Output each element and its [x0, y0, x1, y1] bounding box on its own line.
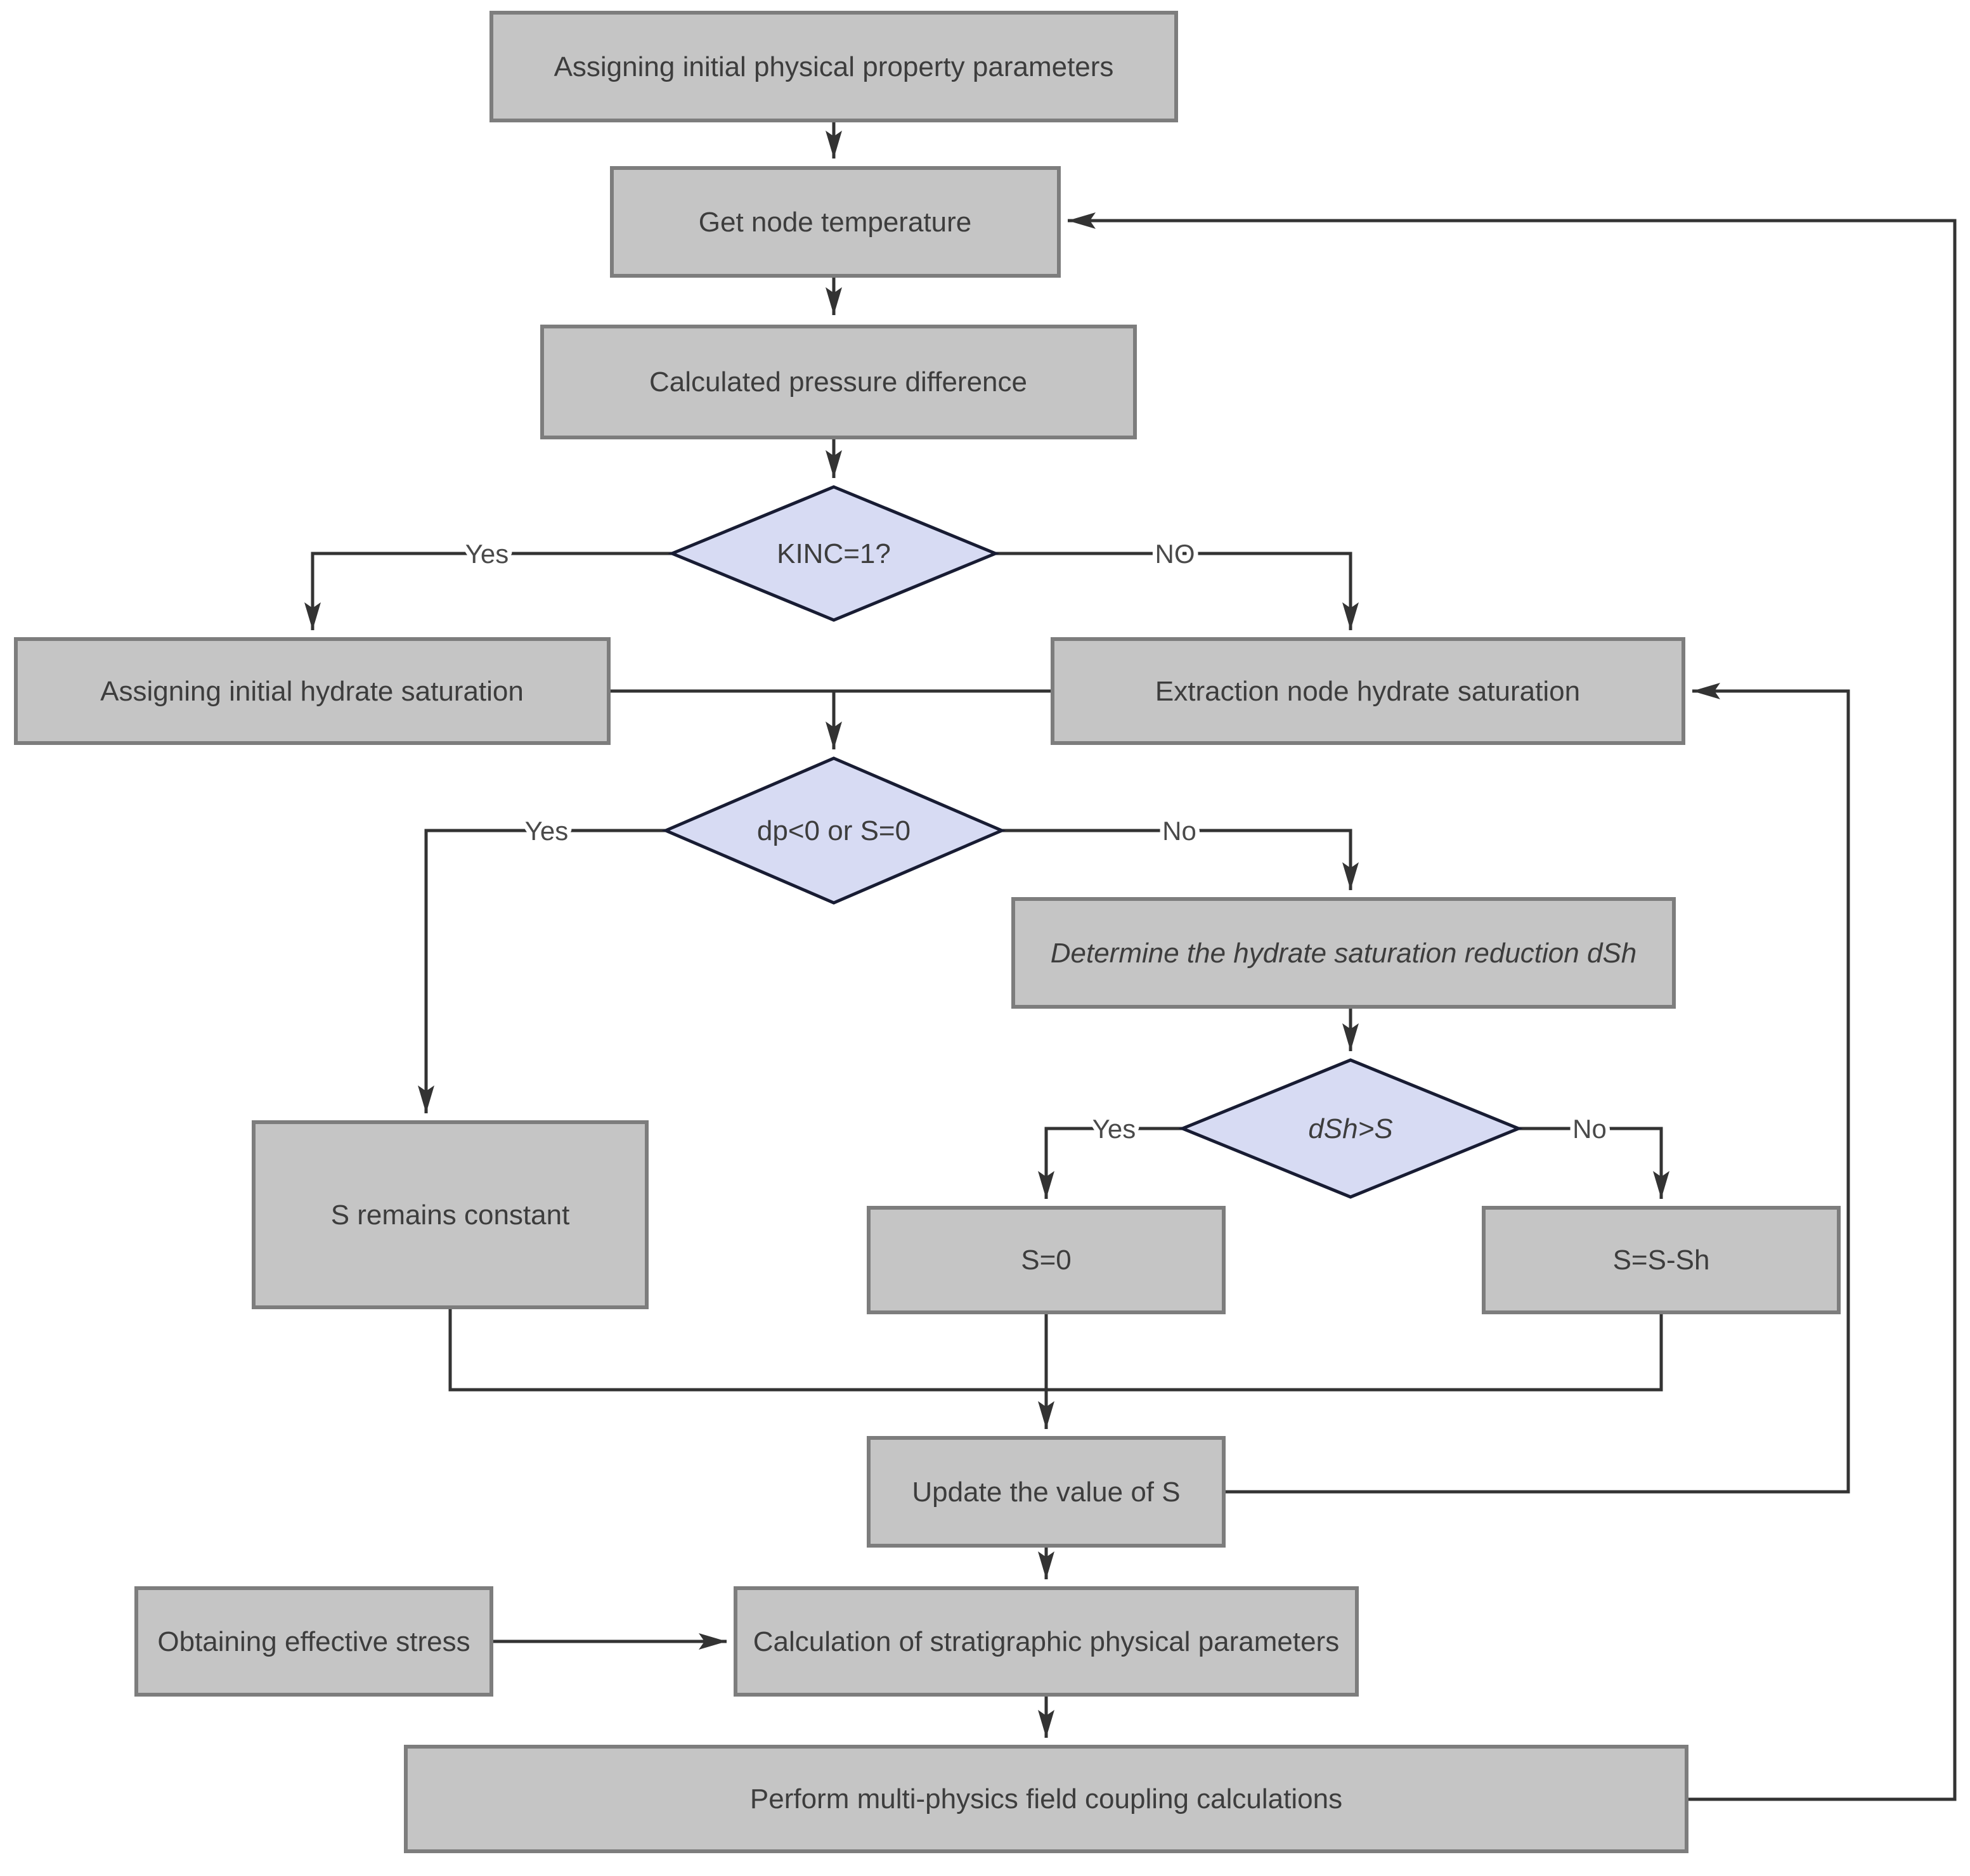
edge-label-kinc-no: NO	[1155, 539, 1195, 569]
edge-dsh-no	[1519, 1127, 1669, 1199]
edge-kinc-yes	[304, 552, 672, 630]
node-dsh-decision: dSh>S	[1178, 1058, 1523, 1199]
node-effective-stress: Obtaining effective stress	[134, 1586, 493, 1697]
process-box	[134, 1586, 493, 1697]
node-label: dp<0 or S=0	[757, 815, 910, 846]
edge-label-kinc-yes: Yes	[465, 539, 509, 569]
node-calc-pressure-diff: Calculated pressure difference	[540, 325, 1137, 439]
edge-dp-yes	[418, 829, 666, 1113]
edge-feedback-update-to-extract	[1224, 683, 1850, 1494]
decision-diamond	[1178, 1058, 1523, 1199]
edge-label-dp-no: No	[1162, 816, 1196, 846]
node-label: Calculation of stratigraphic physical pa…	[753, 1626, 1339, 1657]
node-label: KINC=1?	[777, 538, 891, 569]
node-determine-dsh: Determine the hydrate saturation reducti…	[1011, 897, 1676, 1009]
edge-feedback-multiphysics-to-temp	[1068, 212, 1957, 1801]
process-box	[1011, 897, 1676, 1009]
node-update-s: Update the value of S	[867, 1436, 1226, 1548]
node-label: dSh>S	[1308, 1113, 1392, 1144]
node-label: Assigning initial physical property para…	[554, 51, 1114, 82]
edge-dp-no	[1002, 829, 1359, 890]
node-multiphysics: Perform multi-physics field coupling cal…	[404, 1745, 1688, 1853]
node-label: Determine the hydrate saturation reducti…	[1051, 938, 1637, 969]
decision-diamond	[661, 756, 1006, 905]
node-label: Obtaining effective stress	[157, 1626, 470, 1657]
node-label: Extraction node hydrate saturation	[1155, 676, 1580, 707]
node-label: S=0	[1021, 1245, 1072, 1276]
node-dp-decision: dp<0 or S=0	[661, 756, 1006, 905]
node-label: S remains constant	[331, 1200, 570, 1231]
process-box	[867, 1206, 1226, 1314]
process-box	[867, 1436, 1226, 1548]
edge-kinc-no	[995, 552, 1359, 630]
edge-label-dsh-yes: Yes	[1092, 1114, 1136, 1144]
node-label: Get node temperature	[699, 207, 971, 238]
edge-label-dp-yes: Yes	[525, 816, 569, 846]
edge-label-dsh-no: No	[1572, 1114, 1607, 1144]
process-box	[540, 325, 1137, 439]
process-box	[252, 1120, 649, 1309]
node-label: S=S-Sh	[1613, 1245, 1710, 1276]
process-box	[734, 1586, 1359, 1697]
process-box	[610, 166, 1061, 278]
decision-diamond	[668, 485, 1000, 622]
node-label: Assigning initial hydrate saturation	[100, 676, 524, 707]
node-label: Calculated pressure difference	[649, 366, 1027, 398]
process-box	[1051, 637, 1685, 745]
node-kinc-decision: KINC=1?	[668, 485, 1000, 622]
node-label: Update the value of S	[912, 1477, 1180, 1508]
edge-dsh-yes	[1038, 1127, 1183, 1199]
node-assign-params: Assigning initial physical property para…	[489, 11, 1178, 122]
edge-merge-junction	[448, 1307, 1663, 1392]
node-get-node-temp: Get node temperature	[610, 166, 1061, 278]
process-box	[14, 637, 611, 745]
node-s-minus-sh: S=S-Sh	[1482, 1206, 1841, 1314]
process-box	[489, 11, 1178, 122]
node-extract-hydrate-sat: Extraction node hydrate saturation	[1051, 637, 1685, 745]
process-box	[404, 1745, 1688, 1853]
node-s-constant: S remains constant	[252, 1120, 649, 1309]
node-assign-hydrate-sat: Assigning initial hydrate saturation	[14, 637, 611, 745]
node-s-zero: S=0	[867, 1206, 1226, 1314]
process-box	[1482, 1206, 1841, 1314]
node-calc-strat-params: Calculation of stratigraphic physical pa…	[734, 1586, 1359, 1697]
node-label: Perform multi-physics field coupling cal…	[750, 1783, 1342, 1815]
